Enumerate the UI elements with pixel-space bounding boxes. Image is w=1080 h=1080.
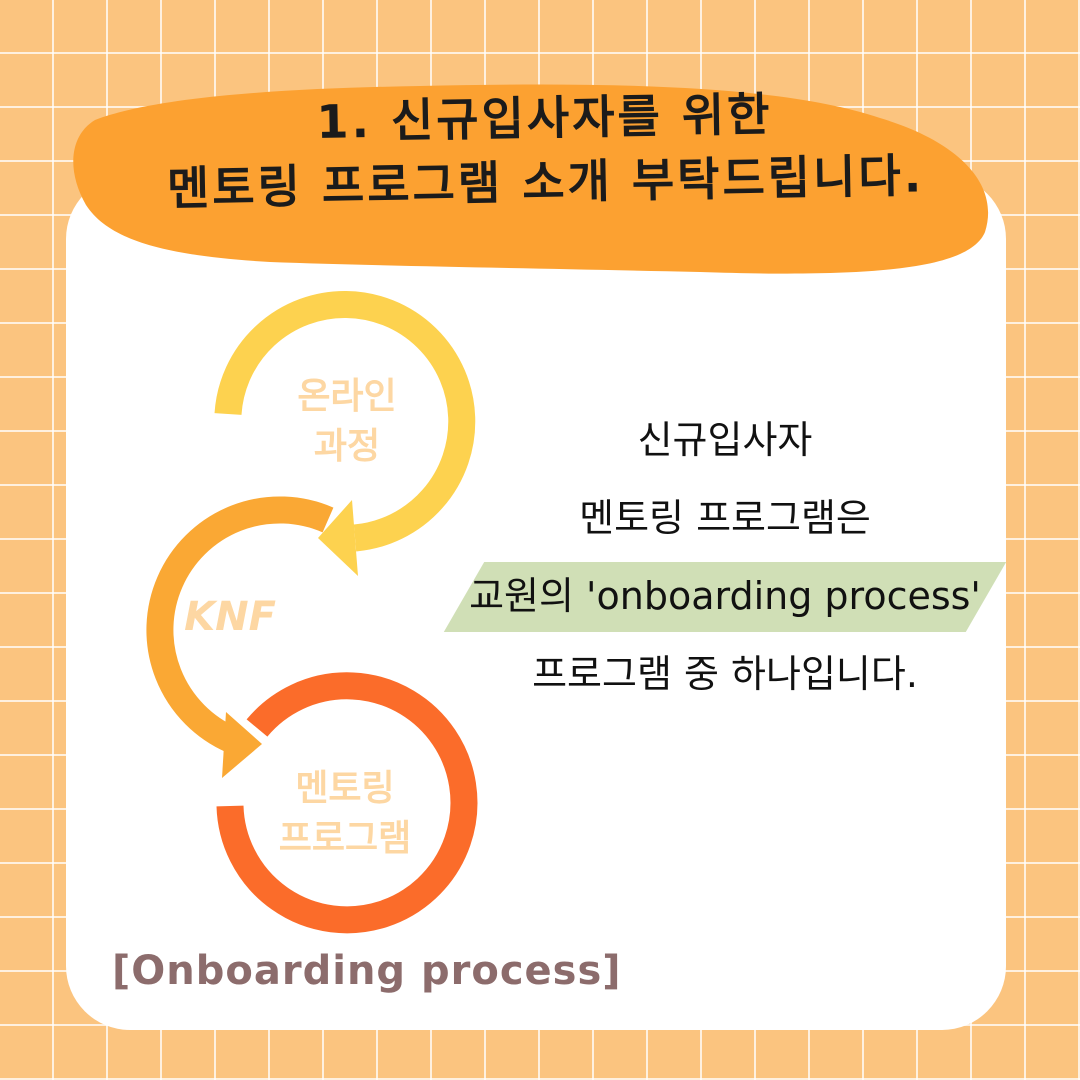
- description-line-3-highlighted: 교원의 'onboarding process': [440, 566, 1010, 626]
- description-line-2: 멘토링 프로그램은: [579, 496, 871, 540]
- description-block: 신규입사자 멘토링 프로그램은 교원의 'onboarding process'…: [440, 410, 1010, 722]
- diagram-caption: [Onboarding process]: [112, 948, 622, 994]
- step-label-online-course: 온라인 과정: [297, 376, 397, 467]
- ring-online-course: [214, 290, 476, 552]
- title-brush-blob: [73, 84, 989, 274]
- ring-knf: [146, 496, 334, 753]
- description-line-1: 신규입사자: [637, 418, 813, 462]
- description-line-4: 프로그램 중 하나입니다.: [532, 652, 918, 696]
- step-label-mentoring-program: 멘토링 프로그램: [278, 768, 412, 859]
- highlight-text: 교원의 'onboarding process': [469, 574, 981, 618]
- ring-knf-arrowhead: [222, 712, 262, 778]
- ring-mentoring-program: [216, 672, 478, 934]
- ring-online-arrowhead: [318, 500, 358, 576]
- step-label-knf: KNF: [184, 594, 276, 640]
